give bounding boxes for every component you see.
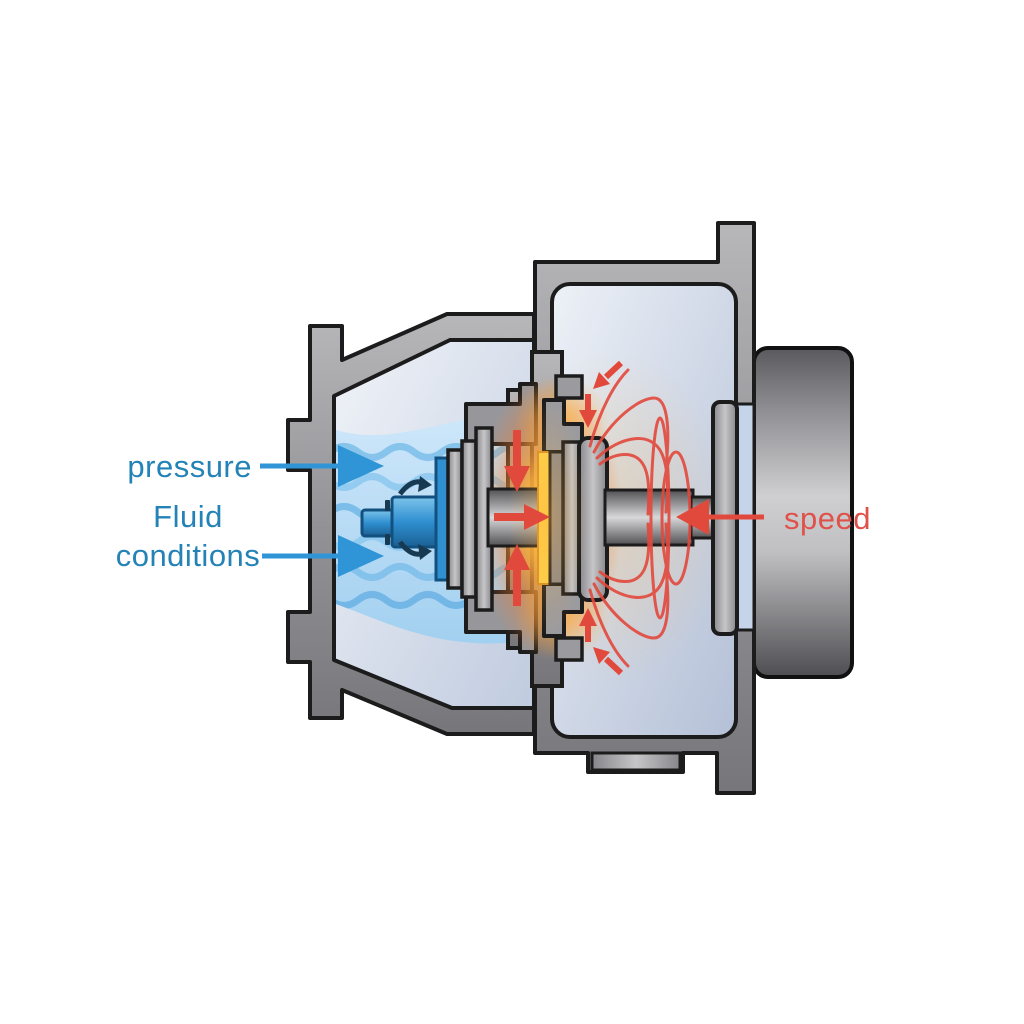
fluid-arrow-icon <box>262 535 384 577</box>
field-arc <box>598 522 651 583</box>
heat-arrow-down-icon <box>504 430 530 492</box>
fluid-conditions-label-group: Fluid conditions <box>116 499 384 577</box>
fluid-conditions-label-line2: conditions <box>116 538 261 573</box>
rotation-arrow-top-icon <box>398 476 432 496</box>
seal-sleeve-disc-2 <box>460 439 478 599</box>
field-arc <box>588 588 630 668</box>
heat-arrow-right-icon <box>494 504 550 530</box>
pressure-arrow-icon <box>260 445 384 487</box>
speed-arrow-icon <box>676 499 764 535</box>
seal-gland-bottom-nut <box>554 636 584 662</box>
field-arc <box>588 368 630 448</box>
seal-sleeve-disc-1 <box>446 448 464 590</box>
impeller-hub <box>390 495 440 549</box>
heat-arrow-up-icon <box>504 544 530 606</box>
centerline-tick-bottom <box>385 534 390 545</box>
field-ellipse-inner <box>649 416 671 620</box>
heat-arrow-bottom-small-icon <box>579 608 597 642</box>
pressure-label-group: pressure <box>127 445 384 487</box>
housing-foot-boss <box>590 751 682 772</box>
field-arc <box>592 396 670 468</box>
speed-label-group: speed <box>676 499 871 536</box>
impeller-nose <box>360 508 396 538</box>
field-arc <box>592 568 670 640</box>
heat-arrows <box>494 360 624 676</box>
heat-arrow-top-small-icon <box>579 394 597 428</box>
heat-arrow-top-diagonal-icon <box>593 360 624 389</box>
speed-label: speed <box>784 501 871 536</box>
field-arc <box>598 453 651 516</box>
heat-arrow-bottom-diagonal-icon <box>593 647 624 676</box>
rotation-arrow-bottom-icon <box>398 540 432 560</box>
pressure-label: pressure <box>127 449 252 484</box>
fluid-conditions-label-line1: Fluid <box>153 499 223 534</box>
centerline-tick-top <box>385 500 390 511</box>
impeller-back-disc <box>434 456 450 582</box>
seal-gland-top-nut <box>554 374 584 400</box>
